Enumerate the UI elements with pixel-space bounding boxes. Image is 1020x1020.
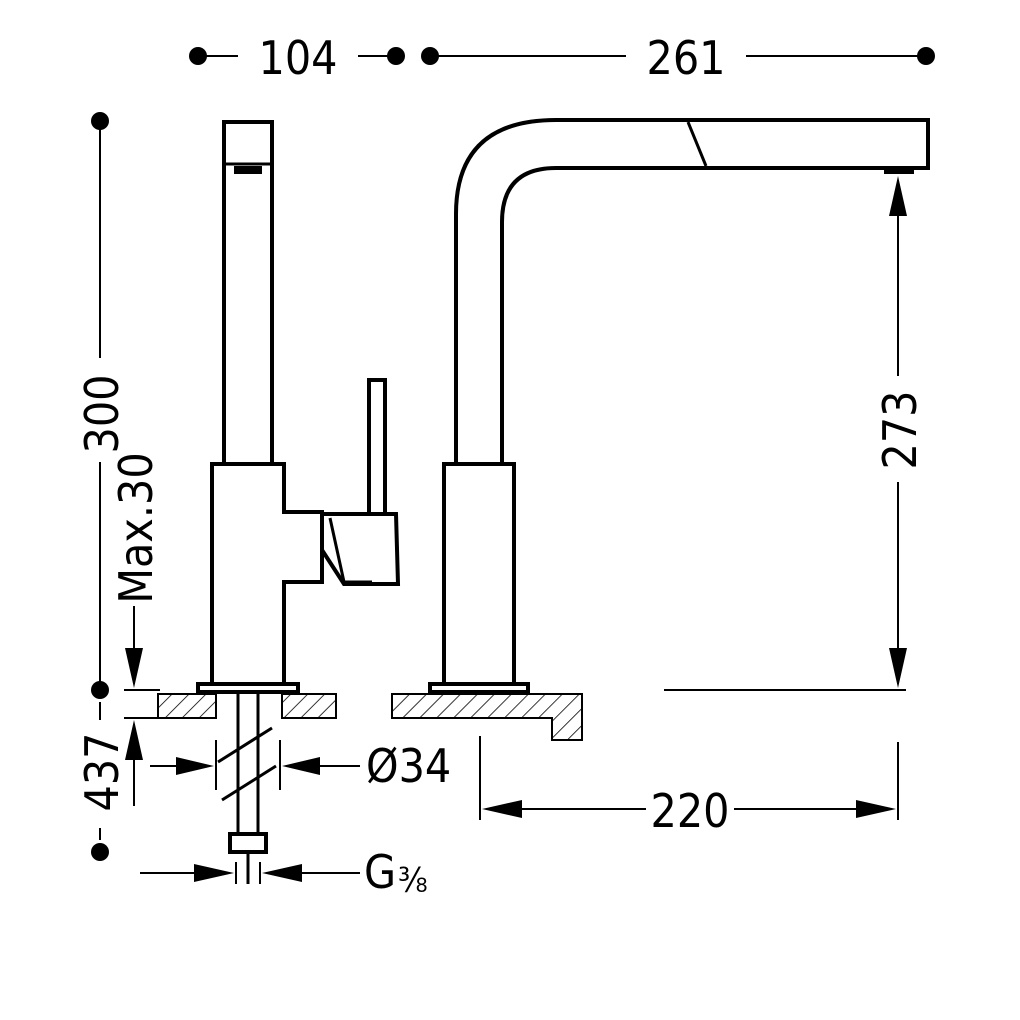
- label-thread: G: [364, 845, 396, 899]
- dimension-width-right: 261: [421, 31, 935, 85]
- dimension-spout-height: 273: [664, 176, 927, 691]
- faucet-front-view: [428, 118, 930, 694]
- label-300: 300: [75, 375, 129, 454]
- label-437: 437: [75, 733, 129, 812]
- deck-left: [157, 693, 337, 884]
- dimension-reach: 220: [479, 736, 899, 838]
- dimension-thread: G ⅜: [140, 845, 428, 901]
- dimension-diameter: Ø34: [150, 739, 451, 793]
- dimension-depth-below: 437: [75, 702, 129, 861]
- label-273: 273: [873, 391, 927, 470]
- dimension-max-deck: Max.30: [109, 452, 163, 806]
- label-104: 104: [259, 31, 338, 85]
- deck-right: [391, 693, 583, 741]
- label-261: 261: [647, 31, 726, 85]
- label-diameter: Ø34: [366, 739, 451, 793]
- faucet-side-view: [196, 120, 401, 694]
- dimension-width-left: 104: [189, 31, 405, 85]
- label-220: 220: [651, 784, 730, 838]
- dimension-height-total: 300: [75, 112, 129, 699]
- label-max30: Max.30: [109, 452, 163, 603]
- label-thread-fraction: ⅜: [398, 861, 428, 901]
